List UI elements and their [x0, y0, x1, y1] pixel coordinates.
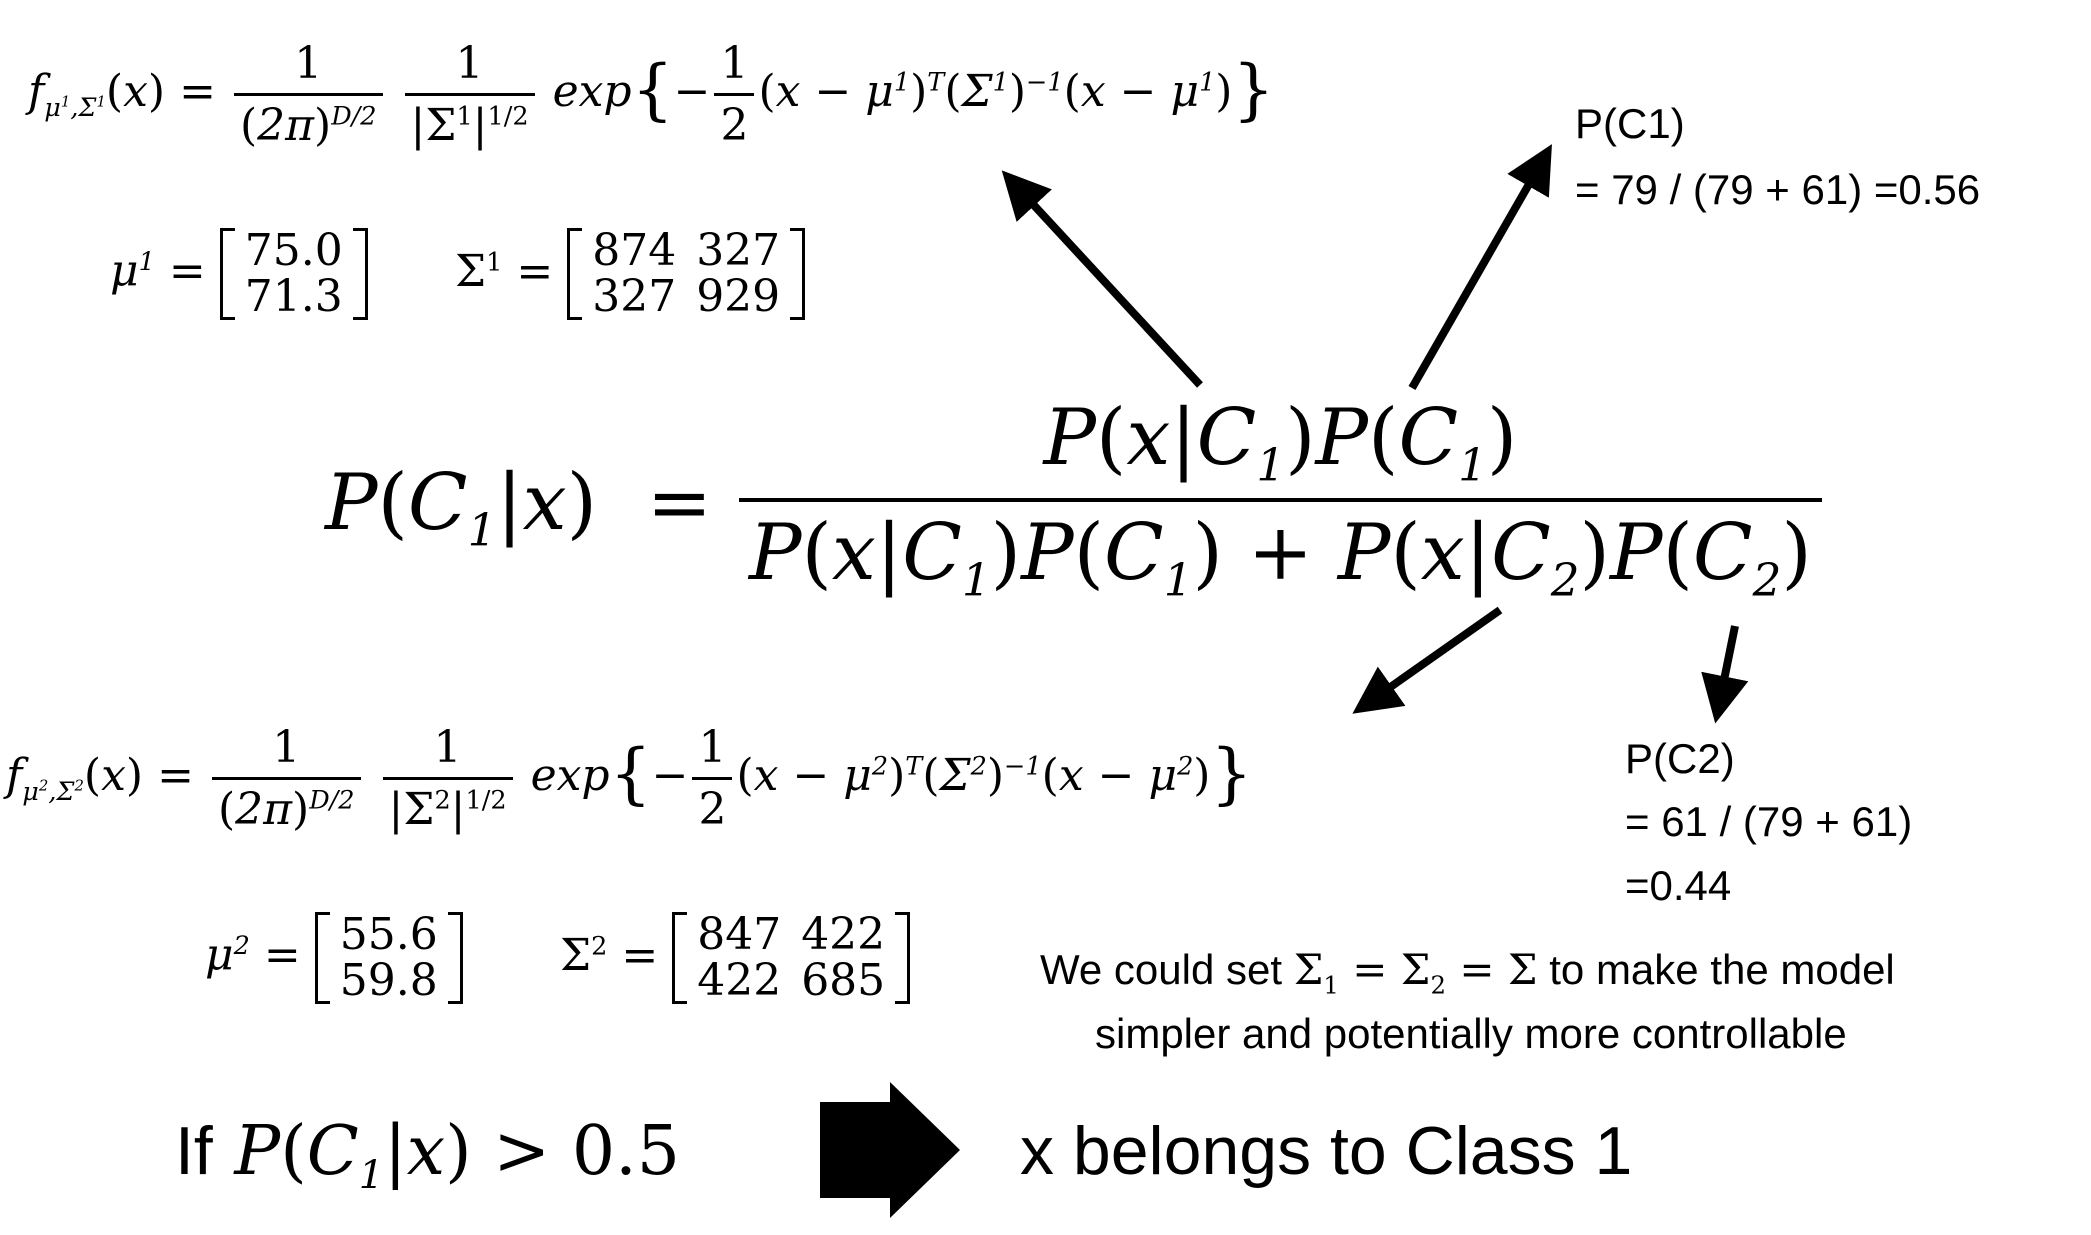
- note-suffix: to make the model: [1549, 946, 1895, 993]
- sigma2-cell: 685: [801, 955, 886, 1007]
- prior-c1-calc: = 79 / (79 + 61) =0.56: [1575, 166, 1981, 213]
- sigma1-cell: 327: [696, 225, 781, 276]
- bayes-fraction: P(x|C1)P(C1) P(x|C1)P(C1) + P(x|C2)P(C2): [735, 393, 1826, 606]
- arrow-to-class2-density: [1352, 606, 1503, 714]
- class1-mean: μ1 = 75.0 71.3: [110, 225, 368, 323]
- if-word: If: [175, 1113, 213, 1189]
- arrow-to-prior-c2: [1701, 625, 1749, 724]
- decision-threshold: > 0.5: [493, 1112, 680, 1191]
- sigma2-cell: 422: [801, 909, 886, 960]
- sigma2-cell: 422: [697, 955, 782, 1007]
- mu1-value: 71.3: [244, 271, 343, 323]
- arrow-to-class1-density: [1001, 170, 1203, 388]
- shared-covariance-equation: Σ1 = Σ2 = Σ: [1293, 945, 1538, 1000]
- sigma1-cell: 874: [592, 225, 677, 276]
- prior-c2-calc-line1: = 61 / (79 + 61): [1625, 798, 1913, 845]
- shared-covariance-note: We could set Σ1 = Σ2 = Σ to make the mod…: [1040, 945, 1895, 999]
- prior-c2-calc-line2: =0.44: [1625, 862, 1732, 909]
- arrow-to-prior-c1: [1408, 144, 1552, 390]
- implies-arrow-icon: [820, 1082, 960, 1218]
- class1-mean-matrix: 75.0 71.3: [219, 225, 368, 323]
- note-line2: simpler and potentially more controllabl…: [1095, 1010, 1847, 1057]
- sigma2-cell: 847: [697, 909, 782, 960]
- decision-result: x belongs to Class 1: [1020, 1113, 1633, 1189]
- note-prefix: We could set: [1040, 946, 1283, 993]
- prior-c1-label: P(C1): [1575, 100, 1685, 147]
- mu2-value: 55.6: [339, 909, 438, 960]
- bayes-posterior-lhs: P(C1|x) =: [325, 458, 713, 557]
- prior-c2-label: P(C2): [1625, 735, 1735, 782]
- class2-mean: μ2 = 55.6 59.8: [205, 909, 463, 1007]
- class2-mean-matrix: 55.6 59.8: [314, 909, 463, 1007]
- decision-rule: If P(C1|x) > 0.5: [175, 1112, 680, 1199]
- mu1-value: 75.0: [244, 225, 343, 276]
- mu2-value: 59.8: [339, 955, 438, 1007]
- sigma1-cell: 327: [592, 271, 677, 323]
- sigma1-cell: 929: [696, 271, 781, 323]
